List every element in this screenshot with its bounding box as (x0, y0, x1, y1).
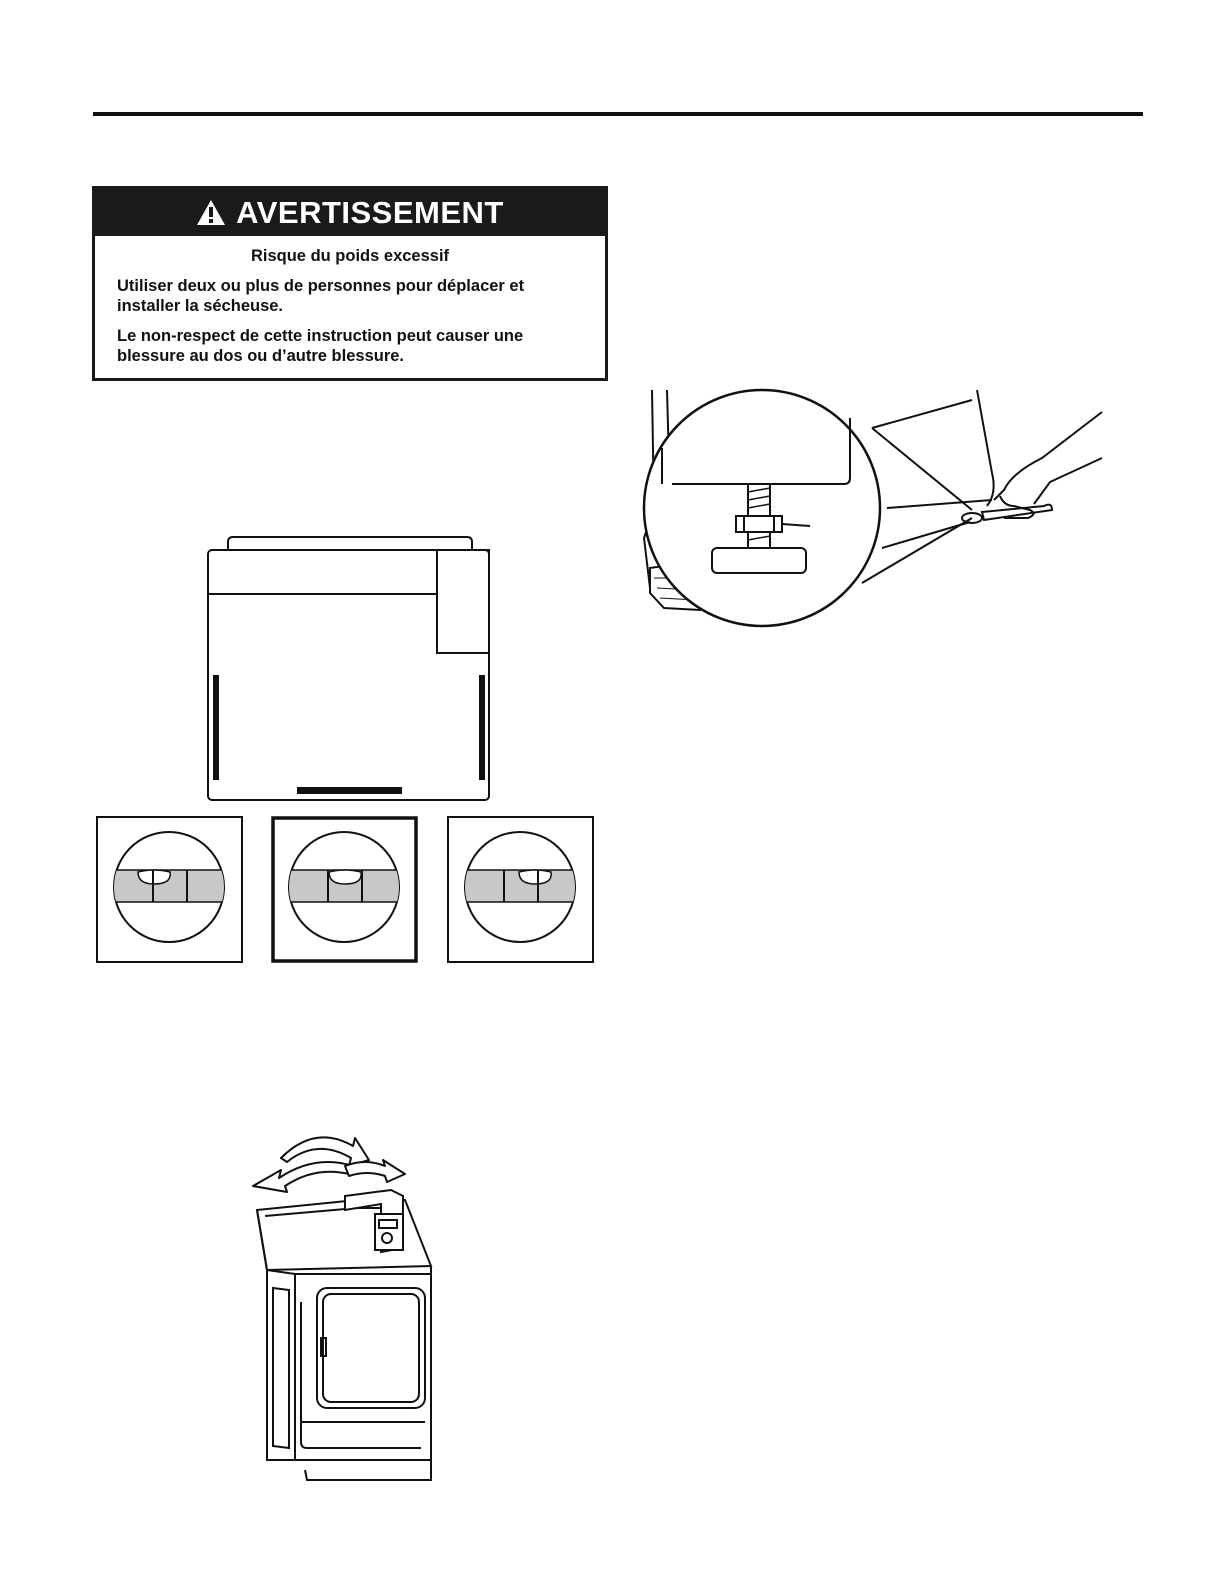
level-indicator-center (271, 816, 418, 963)
warning-triangle-icon (196, 199, 226, 226)
top-rule (93, 112, 1143, 116)
warning-instruction: Utiliser deux ou plus de personnes pour … (117, 276, 583, 316)
leveling-leg-adjustment-illustration (632, 388, 1112, 650)
curved-double-arrow-icon (253, 1137, 405, 1192)
warning-box: AVERTISSEMENT Risque du poids excessif U… (92, 186, 608, 381)
warning-hazard: Risque du poids excessif (117, 246, 583, 266)
warning-body: Risque du poids excessif Utiliser deux o… (95, 236, 605, 366)
level-indicator-right (447, 816, 594, 963)
warning-title: AVERTISSEMENT (236, 195, 504, 231)
warning-consequence: Le non-respect de cette instruction peut… (117, 326, 583, 366)
level-indicator-left (96, 816, 243, 963)
dryer-top-view-illustration (200, 530, 500, 805)
coin-dryer-rocking-illustration (245, 1130, 445, 1485)
warning-header: AVERTISSEMENT (95, 189, 605, 236)
